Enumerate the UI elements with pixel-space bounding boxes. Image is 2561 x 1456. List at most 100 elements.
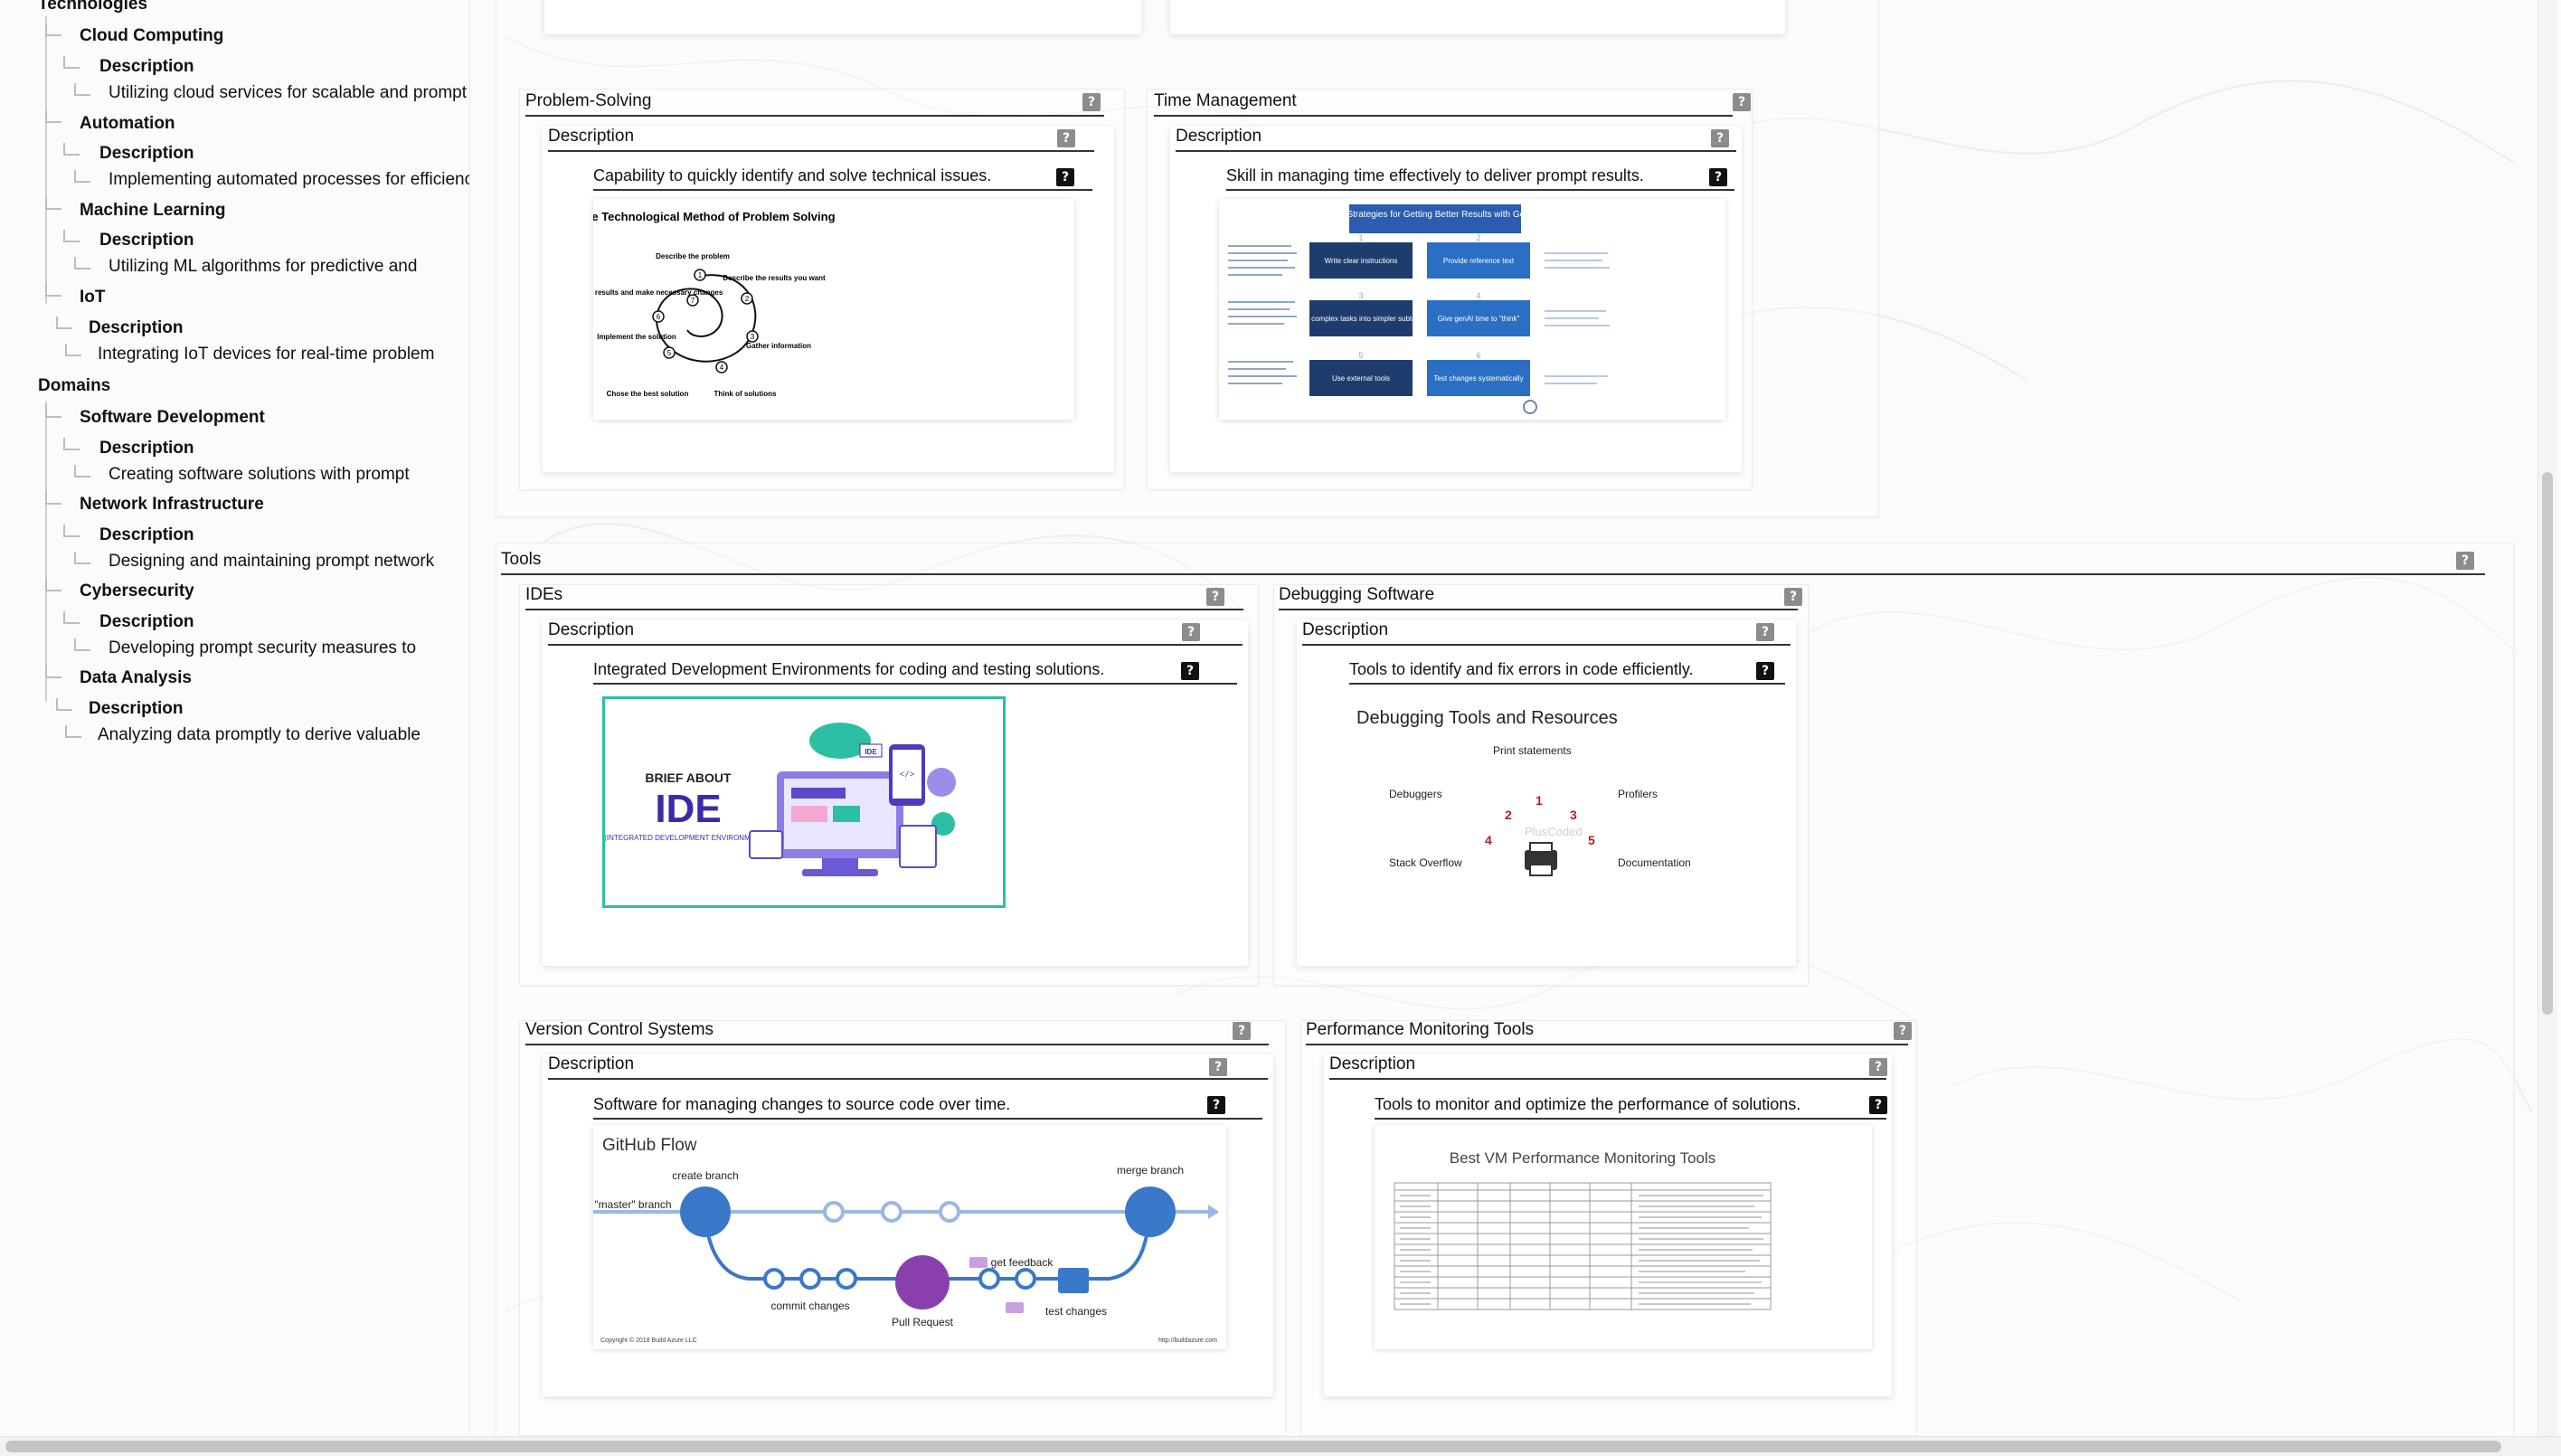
tree-leaf-text[interactable]: Implementing automated processes for eff…	[109, 170, 470, 189]
svg-text:6: 6	[657, 313, 661, 321]
help-icon[interactable]: ?	[1181, 662, 1199, 680]
tree-connector	[65, 344, 81, 356]
vertical-scrollbar-thumb[interactable]	[2542, 472, 2553, 1015]
tree-node-description[interactable]: Description	[99, 439, 194, 458]
tree-node-description[interactable]: Description	[99, 57, 194, 76]
help-icon[interactable]: ?	[1056, 168, 1074, 186]
help-icon[interactable]: ?	[1057, 129, 1075, 147]
help-icon[interactable]: ?	[1894, 1022, 1912, 1040]
svg-text:3: 3	[1358, 291, 1363, 300]
tree-node-technologies[interactable]: Technologies	[38, 0, 148, 14]
svg-text:commit changes: commit changes	[770, 1300, 849, 1312]
help-icon[interactable]: ?	[1733, 93, 1751, 111]
tree-node-description[interactable]: Description	[89, 699, 184, 718]
help-icon[interactable]: ?	[1784, 588, 1802, 606]
tree-connector	[74, 638, 90, 651]
help-icon[interactable]: ?	[1209, 1058, 1227, 1076]
help-icon[interactable]: ?	[1182, 623, 1200, 641]
svg-text:GitHub Flow: GitHub Flow	[602, 1136, 697, 1155]
tree-leaf-text[interactable]: Developing prompt security measures to	[109, 638, 417, 657]
vm-monitoring-figure: Best VM Performance Monitoring Tools	[1375, 1125, 1872, 1349]
description-text: Capability to quickly identify and solve…	[593, 166, 1092, 191]
tree-connector	[45, 197, 61, 210]
tree-node-description[interactable]: Description	[99, 231, 194, 250]
svg-text:7: 7	[691, 297, 695, 305]
horizontal-scrollbar-thumb[interactable]	[5, 1441, 2501, 1452]
svg-text:Debuggers: Debuggers	[1389, 788, 1442, 800]
tree-node-software-development[interactable]: Software Development	[80, 408, 265, 427]
tree-leaf-text[interactable]: Analyzing data promptly to derive valuab…	[98, 725, 421, 744]
tree-leaf-text[interactable]: Creating software solutions with prompt	[109, 465, 410, 484]
svg-text:create branch: create branch	[672, 1169, 738, 1182]
svg-text:BRIEF ABOUT: BRIEF ABOUT	[645, 771, 732, 785]
tree-node-iot[interactable]: IoT	[80, 288, 106, 307]
problem-solving-title: Problem-Solving	[525, 91, 1104, 117]
description-text: Software for managing changes to source …	[593, 1095, 1262, 1120]
svg-text:5: 5	[1588, 833, 1595, 847]
debugging-figure: Debugging Tools and Resources Print stat…	[1344, 693, 1776, 910]
tree-leaf-text[interactable]: Integrating IoT devices for real-time pr…	[98, 345, 435, 364]
tree-node-description[interactable]: Description	[99, 525, 194, 544]
tree-connector	[45, 24, 61, 36]
help-icon[interactable]: ?	[2456, 552, 2474, 570]
tree-node-network-infrastructure[interactable]: Network Infrastructure	[80, 495, 264, 514]
help-icon[interactable]: ?	[1869, 1096, 1887, 1114]
tree-connector	[45, 405, 61, 418]
svg-text:Provide reference text: Provide reference text	[1443, 257, 1515, 265]
svg-text:(INTEGRATED DEVELOPMENT ENVIRO: (INTEGRATED DEVELOPMENT ENVIRONMENTS)	[605, 834, 772, 842]
tree-node-cybersecurity[interactable]: Cybersecurity	[80, 581, 194, 600]
svg-text:5: 5	[667, 349, 672, 357]
tree-node-cloud-computing[interactable]: Cloud Computing	[80, 26, 224, 45]
tree-node-automation[interactable]: Automation	[80, 114, 175, 133]
description-label: Description	[1302, 620, 1791, 646]
help-icon[interactable]: ?	[1207, 1096, 1225, 1114]
svg-text:6: 6	[1476, 351, 1480, 360]
tree-node-domains[interactable]: Domains	[38, 376, 111, 395]
svg-text:Profilers: Profilers	[1618, 788, 1658, 800]
tree-leaf-text[interactable]: Utilizing cloud services for scalable an…	[109, 83, 468, 102]
svg-text:Describe the problem: Describe the problem	[656, 252, 730, 260]
tree-connector	[63, 438, 80, 450]
svg-text:Describe the results you want: Describe the results you want	[723, 274, 826, 282]
tree-connector	[63, 525, 80, 537]
help-icon[interactable]: ?	[1233, 1022, 1251, 1040]
help-icon[interactable]: ?	[1709, 168, 1727, 186]
tree-connector	[74, 170, 90, 183]
help-icon[interactable]: ?	[1869, 1058, 1887, 1076]
help-icon[interactable]: ?	[1756, 623, 1774, 641]
description-label: Description	[548, 127, 1094, 152]
svg-text:Print statements: Print statements	[1493, 744, 1572, 757]
svg-text:2: 2	[1476, 233, 1480, 242]
help-icon[interactable]: ?	[1756, 662, 1774, 680]
svg-text:Implement the solution: Implement the solution	[597, 333, 676, 341]
time-management-figure: Six Strategies for Getting Better Result…	[1219, 199, 1725, 420]
svg-text:Give genAI time to "think": Give genAI time to "think"	[1438, 315, 1520, 323]
svg-text:Write clear instructions: Write clear instructions	[1325, 257, 1398, 265]
tree-node-description[interactable]: Description	[99, 144, 194, 163]
svg-text:IDE: IDE	[655, 787, 721, 831]
tree-guide-line	[45, 402, 47, 702]
help-icon[interactable]: ?	[1082, 93, 1101, 111]
svg-text:get feedback: get feedback	[991, 1256, 1054, 1269]
svg-text:Gather information: Gather information	[746, 342, 811, 350]
svg-text:Documentation: Documentation	[1618, 856, 1691, 869]
svg-text:merge branch: merge branch	[1117, 1164, 1184, 1177]
svg-text:http://buildazure.com: http://buildazure.com	[1158, 1338, 1217, 1344]
tree-node-data-analysis[interactable]: Data Analysis	[80, 668, 192, 687]
tree-leaf-text[interactable]: Designing and maintaining prompt network	[109, 552, 435, 571]
tree-connector	[63, 143, 80, 156]
tree-leaf-text[interactable]: Utilizing ML algorithms for predictive a…	[109, 257, 418, 276]
help-icon[interactable]: ?	[1206, 588, 1224, 606]
svg-text:2: 2	[1505, 808, 1512, 822]
tree-node-description[interactable]: Description	[89, 318, 184, 337]
svg-text:IDE: IDE	[865, 748, 877, 756]
tree-connector	[45, 492, 61, 505]
help-icon[interactable]: ?	[1711, 129, 1729, 147]
description-text: Integrated Development Environments for …	[593, 660, 1237, 685]
svg-text:3: 3	[1570, 808, 1577, 822]
description-label: Description	[548, 1054, 1268, 1080]
tree-node-description[interactable]: Description	[99, 612, 194, 631]
svg-text:Chose the best solution: Chose the best solution	[607, 390, 689, 398]
tree-node-machine-learning[interactable]: Machine Learning	[80, 201, 226, 220]
tree-connector	[74, 83, 90, 96]
